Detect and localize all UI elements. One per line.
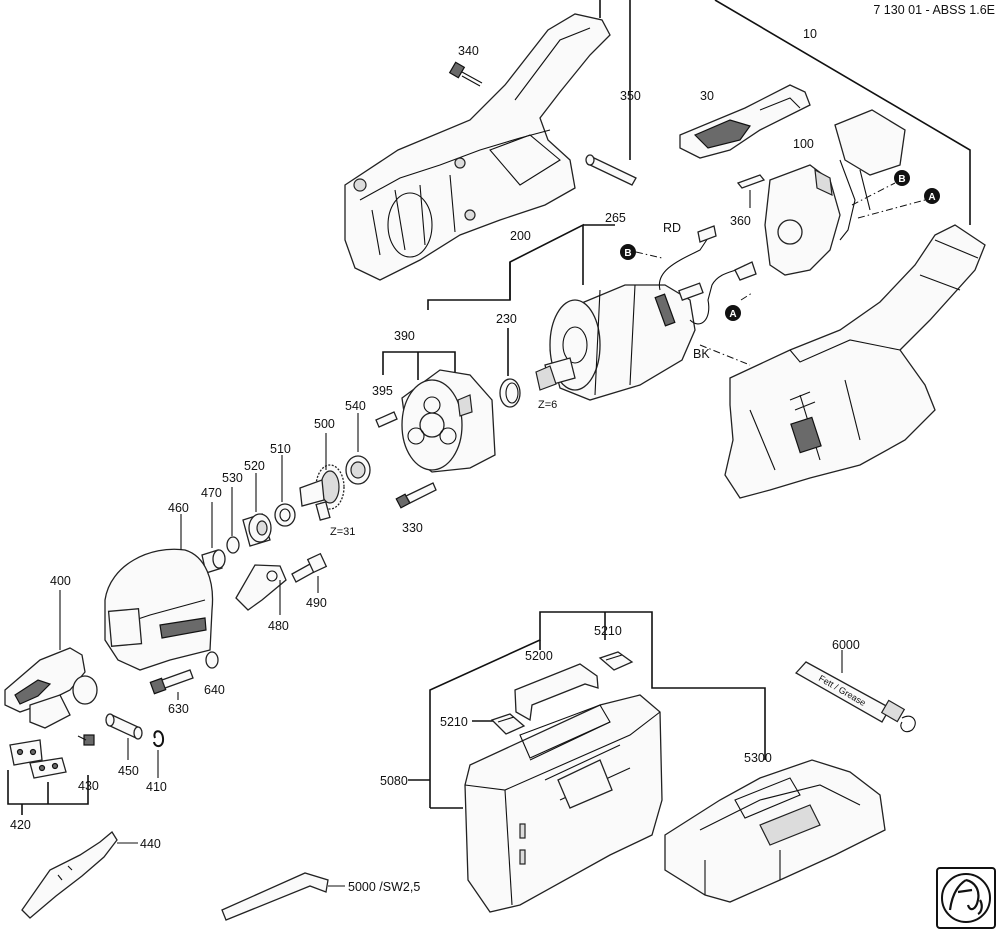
screw-340 (448, 61, 483, 87)
case-insert-5300 (664, 759, 886, 903)
label-265: 265 (605, 211, 626, 225)
leader-lines-case (408, 611, 766, 809)
fein-logo (936, 867, 996, 929)
marker-a-wire: A (725, 305, 741, 321)
label-5080: 5080 (380, 774, 408, 788)
label-430: 430 (78, 779, 99, 793)
label-410: 410 (146, 780, 167, 794)
hex-key-5000 (221, 872, 329, 921)
clip-410 (153, 730, 165, 748)
label-360: 360 (730, 214, 751, 228)
leader-420 (7, 770, 89, 815)
blade-440 (21, 831, 118, 919)
marker-b-wire-text: B (624, 248, 631, 259)
screw-430 (77, 734, 95, 746)
gear-500 (299, 464, 345, 521)
bearing-540 (345, 455, 371, 485)
knives-420 (9, 739, 67, 779)
label-5210-right: 5210 (594, 624, 622, 638)
gear-housing-390 (401, 369, 496, 473)
motor-265 (535, 282, 704, 401)
label-540: 540 (345, 399, 366, 413)
label-5300: 5300 (744, 751, 772, 765)
nose-cover-460 (104, 548, 214, 671)
latch-5210-right (598, 651, 634, 671)
label-520: 520 (244, 459, 265, 473)
washer-510 (274, 503, 296, 527)
gear-note-z31: Z=31 (330, 526, 355, 538)
marker-a-top-text: A (928, 192, 935, 203)
label-470: 470 (201, 486, 222, 500)
label-230: 230 (496, 312, 517, 326)
label-10: 10 (803, 27, 817, 41)
bolt-450 (105, 713, 143, 740)
screw-330 (395, 482, 437, 509)
pin-395 (375, 411, 398, 428)
label-350: 350 (620, 89, 641, 103)
label-395: 395 (372, 384, 393, 398)
marker-b-wire: B (620, 244, 636, 260)
label-5210-left: 5210 (440, 715, 468, 729)
label-530: 530 (222, 471, 243, 485)
label-480: 480 (268, 619, 289, 633)
grease-tube-6000: Fett / Grease (794, 661, 916, 733)
label-450: 450 (118, 764, 139, 778)
washer-640 (205, 651, 219, 669)
marker-b-top: B (894, 170, 910, 186)
label-640: 640 (204, 683, 225, 697)
motor-wires (658, 225, 757, 325)
label-6000: 6000 (832, 638, 860, 652)
marker-a-wire-text: A (729, 309, 736, 320)
label-5000: 5000 /SW2,5 (348, 880, 420, 894)
gear-note-z6: Z=6 (538, 399, 557, 411)
drawing-code: 7 130 01 - ABSS 1.6E (873, 3, 995, 17)
handle-5200 (514, 663, 599, 722)
knife-holder-400 (4, 647, 98, 729)
label-390: 390 (394, 329, 415, 343)
upper-housing-shell (344, 13, 611, 281)
label-200: 200 (510, 229, 531, 243)
label-630: 630 (168, 702, 189, 716)
label-440: 440 (140, 837, 161, 851)
contact-block-100 (764, 109, 906, 276)
label-5200: 5200 (525, 649, 553, 663)
marker-b-top-text: B (898, 174, 905, 185)
label-100: 100 (793, 137, 814, 151)
label-420: 420 (10, 818, 31, 832)
screw-490 (291, 552, 328, 583)
label-400: 400 (50, 574, 71, 588)
carrying-case-5080 (464, 694, 663, 913)
label-460: 460 (168, 501, 189, 515)
leader-lines-mid (382, 223, 615, 380)
wire-label-bk: BK (693, 347, 710, 361)
label-30: 30 (700, 89, 714, 103)
screw-630 (149, 669, 194, 695)
pin-350 (585, 154, 637, 186)
label-340: 340 (458, 44, 479, 58)
clip-360 (736, 174, 766, 208)
label-510: 510 (270, 442, 291, 456)
leader-lines-top (599, 0, 971, 225)
link-480 (235, 564, 287, 615)
wire-label-rd: RD (663, 221, 681, 235)
marker-a-top: A (924, 188, 940, 204)
ring-230 (499, 378, 521, 408)
bearing-520 (242, 513, 272, 547)
label-490: 490 (306, 596, 327, 610)
bushing-470 (201, 549, 226, 574)
latch-5210-left (490, 713, 526, 735)
washer-530 (226, 536, 240, 554)
lower-housing-shell (724, 224, 986, 499)
label-330: 330 (402, 521, 423, 535)
label-500: 500 (314, 417, 335, 431)
grease-tube-text: Fett / Grease (817, 673, 867, 708)
switch-30 (679, 84, 811, 159)
